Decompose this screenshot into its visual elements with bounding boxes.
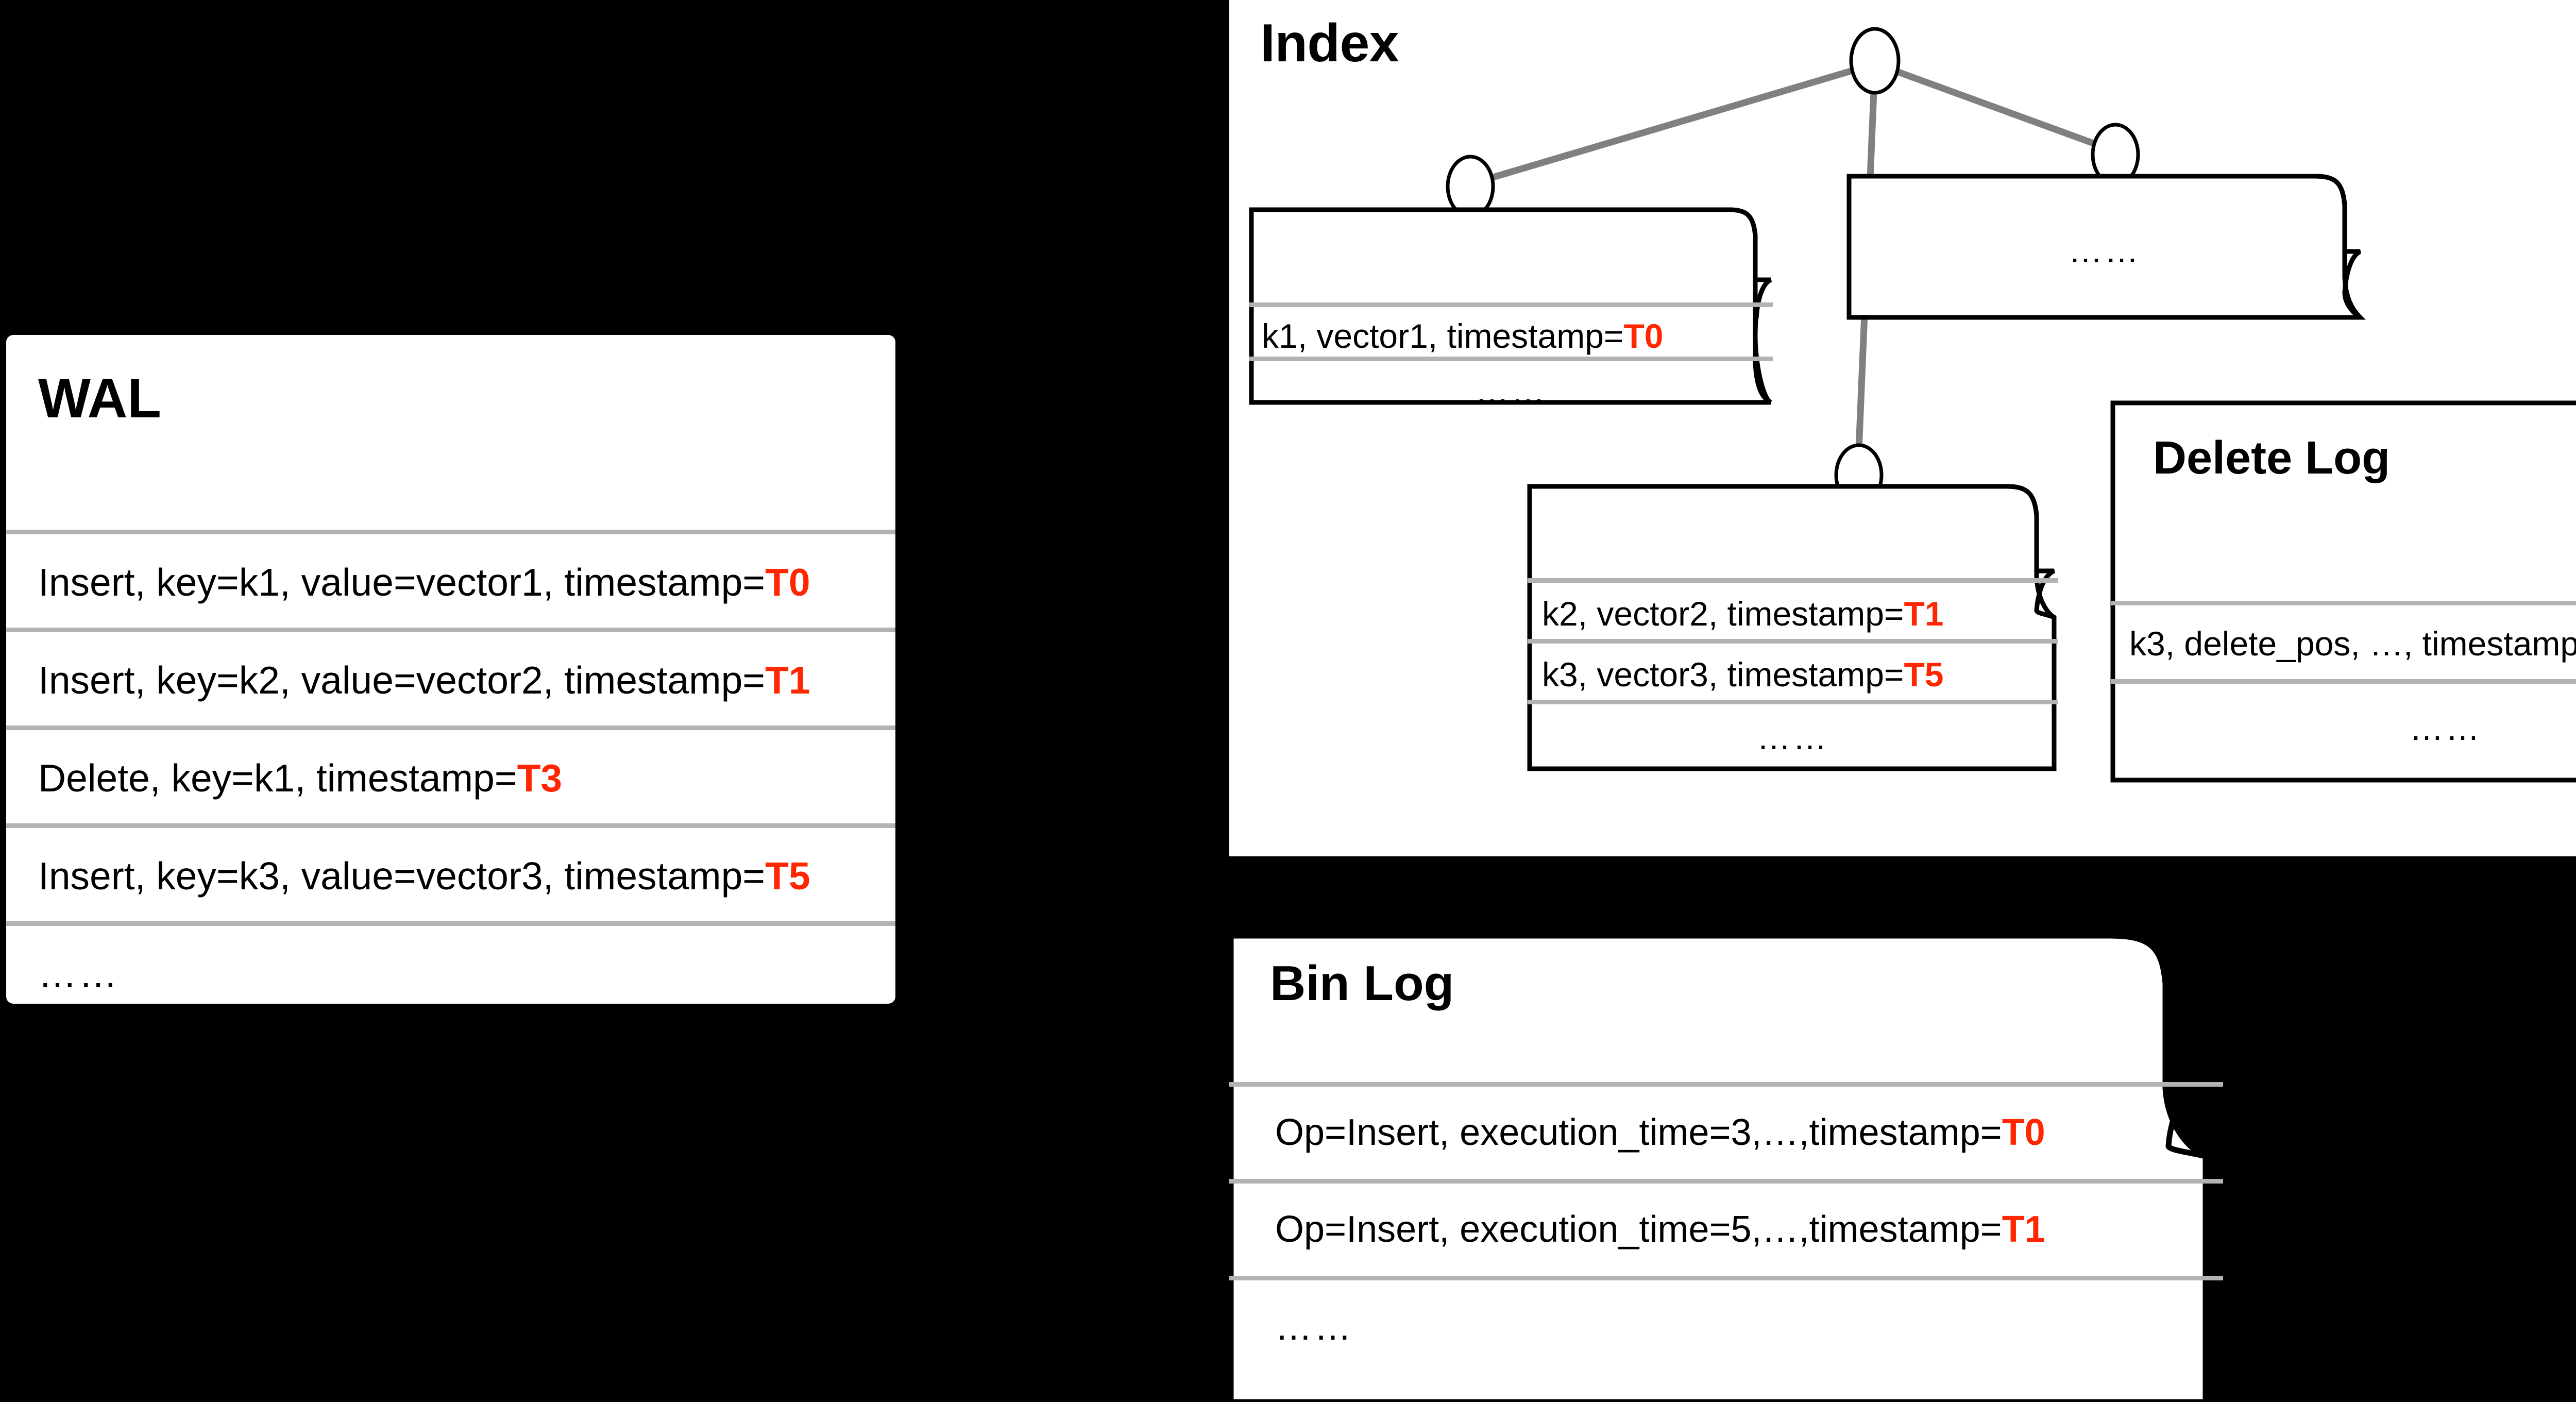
bin-log-row-text: Op=Insert, execution_time=5,…,timestamp=… <box>1275 1209 2045 1250</box>
bin-log-row: Op=Insert, execution_time=3,…,timestamp=… <box>1229 1082 2223 1179</box>
leaf-row: …… <box>1249 357 1773 411</box>
delete-log-row: …… <box>2111 679 2576 780</box>
wal-row-ellipsis: …… <box>38 952 120 995</box>
timestamp-value: T1 <box>1904 595 1944 633</box>
delete-log-title: Delete Log <box>2153 432 2391 484</box>
index-leaf-k1: k1, vector1, timestamp=T0 …… <box>1249 207 1773 410</box>
bin-log-row: Op=Insert, execution_time=5,…,timestamp=… <box>1229 1179 2223 1276</box>
delete-log-row: k3, delete_pos, …, timestamp=T3 <box>2111 601 2576 679</box>
folded-corner-icon <box>2006 484 2056 620</box>
bin-log-panel: Bin Log Op=Insert, execution_time=3,…,ti… <box>1228 933 2223 1402</box>
index-title: Index <box>1260 13 1399 73</box>
timestamp-value: T0 <box>1623 317 1664 355</box>
wal-row-text: Delete, key=k1, timestamp=T3 <box>38 756 563 800</box>
timestamp-value: T0 <box>765 561 810 604</box>
leaf-row: k1, vector1, timestamp=T0 <box>1249 302 1773 357</box>
leaf-row: k2, vector2, timestamp=T1 <box>1528 578 2058 639</box>
wal-row: Insert, key=k1, value=vector1, timestamp… <box>6 530 895 628</box>
wal-row-text: Insert, key=k3, value=vector3, timestamp… <box>38 854 810 898</box>
folded-corner-icon <box>2110 933 2207 1159</box>
leaf-row-text: k3, vector3, timestamp=T5 <box>1542 655 1944 694</box>
leaf-row: …… <box>1528 700 2058 767</box>
wal-row: …… <box>6 921 895 1004</box>
bin-log-row-ellipsis: …… <box>1275 1307 1353 1348</box>
index-leaf-k2k3: k2, vector2, timestamp=T1 k3, vector3, t… <box>1527 484 2058 772</box>
wal-row-text: Insert, key=k1, value=vector1, timestamp… <box>38 561 810 604</box>
wal-row: Insert, key=k3, value=vector3, timestamp… <box>6 823 895 921</box>
timestamp-value: T0 <box>2002 1112 2045 1153</box>
bin-log-row: …… <box>1229 1276 2223 1402</box>
bin-log-title: Bin Log <box>1270 956 1454 1011</box>
leaf-row-ellipsis: …… <box>1757 718 1829 756</box>
wal-panel: WAL Insert, key=k1, value=vector1, times… <box>6 335 895 1004</box>
timestamp-value: T1 <box>765 658 810 702</box>
wal-row-text: Insert, key=k2, value=vector2, timestamp… <box>38 658 810 702</box>
leaf-row-ellipsis: …… <box>1475 372 1547 410</box>
timestamp-value: T5 <box>765 854 810 898</box>
leaf-row: k3, vector3, timestamp=T5 <box>1528 639 2058 700</box>
leaf-right-ellipsis: …… <box>2069 231 2141 269</box>
wal-title: WAL <box>38 367 161 429</box>
timestamp-value: T5 <box>1904 655 1944 694</box>
folded-corner-icon <box>2314 174 2362 319</box>
leaf-row-text: k2, vector2, timestamp=T1 <box>1542 595 1944 633</box>
document-outline <box>2110 400 2576 783</box>
wal-row: Insert, key=k2, value=vector2, timestamp… <box>6 628 895 725</box>
index-leaf-right: …… <box>1846 174 2366 320</box>
timestamp-value: T1 <box>2002 1209 2045 1250</box>
delete-log-row-ellipsis: …… <box>2410 709 2482 747</box>
leaf-row-text: k1, vector1, timestamp=T0 <box>1262 317 1664 355</box>
delete-log-panel: Delete Log k3, delete_pos, …, timestamp=… <box>2110 400 2576 783</box>
timestamp-value: T3 <box>517 756 563 800</box>
bin-log-row-text: Op=Insert, execution_time=3,…,timestamp=… <box>1275 1112 2045 1153</box>
wal-row: Delete, key=k1, timestamp=T3 <box>6 725 895 823</box>
delete-log-row-text: k3, delete_pos, …, timestamp=T3 <box>2129 624 2576 663</box>
